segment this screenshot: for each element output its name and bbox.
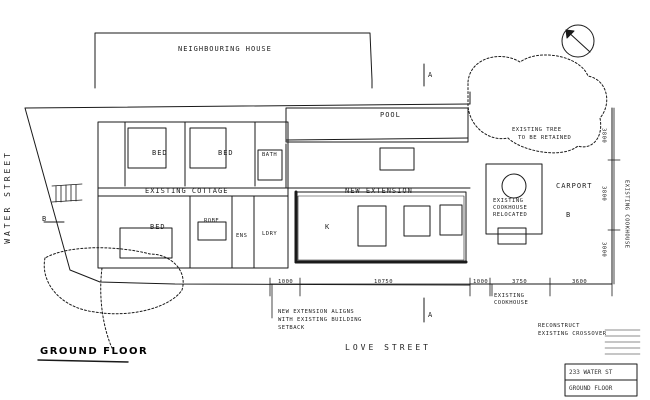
dimension-line-vertical (607, 107, 621, 285)
neighbouring-house-outline (94, 32, 373, 89)
bath-label: BATH (262, 152, 278, 158)
existing-cookhouse-right-label: EXISTING COOKHOUSE (623, 180, 630, 249)
tree-retained-label: TO BE RETAINED (518, 135, 572, 141)
dimension-5: 3600 (572, 279, 588, 285)
kitchen-label: K (325, 223, 331, 231)
bed-3-label: BED (150, 223, 166, 231)
cookhouse-outline (485, 163, 543, 235)
title-block-sheet: GROUND FLOOR (569, 385, 613, 392)
existing-cottage-outline (97, 121, 289, 269)
pool-outline (285, 107, 469, 143)
note-existing-cookhouse-line-2: COOKHOUSE (494, 300, 529, 306)
cookhouse-relocated-line-3: RELOCATED (493, 212, 528, 218)
dimension-v2: 3800 (600, 186, 607, 202)
dimension-line (269, 277, 613, 297)
north-arrow-icon (561, 24, 595, 58)
bed-1-label: BED (152, 149, 168, 157)
note-reconstruct-line-1: RECONSTRUCT (538, 323, 580, 329)
existing-tree-label: EXISTING TREE (512, 127, 562, 133)
ens-label: ENS (236, 233, 248, 239)
dimension-1: 1000 (278, 279, 294, 285)
dimension-4: 3750 (512, 279, 528, 285)
new-extension-label: NEW EXTENSION (345, 187, 413, 195)
note-new-extension-line-3: SETBACK (278, 325, 305, 331)
section-b-right-marker: B (566, 211, 572, 219)
cookhouse-relocated-line-1: EXISTING (493, 198, 524, 204)
section-b-left-marker: B (42, 215, 48, 223)
neighbouring-house-label: NEIGHBOURING HOUSE (178, 45, 272, 53)
ground-floor-title: GROUND FLOOR (40, 346, 149, 357)
bed-2-label: BED (218, 149, 234, 157)
ldry-label: LDRY (262, 231, 278, 237)
dimension-v1: 3800 (600, 128, 607, 144)
note-new-extension-line-2: WITH EXISTING BUILDING (278, 317, 362, 323)
section-a-top-marker: A (428, 71, 434, 79)
note-existing-cookhouse-line-1: EXISTING (494, 293, 525, 299)
title-block-address: 233 WATER ST (569, 369, 613, 376)
water-street-label: WATER STREET (3, 150, 12, 244)
dimension-3: 1000 (473, 279, 489, 285)
tree-canopy-top (467, 54, 608, 154)
dimension-v3: 3000 (600, 242, 607, 258)
tree-canopy-bottom (43, 247, 184, 315)
note-new-extension-line-1: NEW EXTENSION ALIGNS (278, 309, 355, 315)
carport-label: CARPORT (556, 182, 593, 190)
existing-cottage-label: EXISTING COTTAGE (145, 187, 229, 195)
robe-label: ROBE (204, 218, 220, 224)
dimension-2: 10750 (374, 279, 394, 285)
cookhouse-relocated-line-2: COOKHOUSE (493, 205, 528, 211)
section-a-bottom-marker: A (428, 311, 434, 319)
entry-stairs (51, 183, 83, 203)
pool-label: POOL (380, 111, 401, 119)
note-reconstruct-line-2: EXISTING CROSSOVER (538, 331, 607, 337)
love-street-label: LOVE STREET (345, 343, 431, 352)
